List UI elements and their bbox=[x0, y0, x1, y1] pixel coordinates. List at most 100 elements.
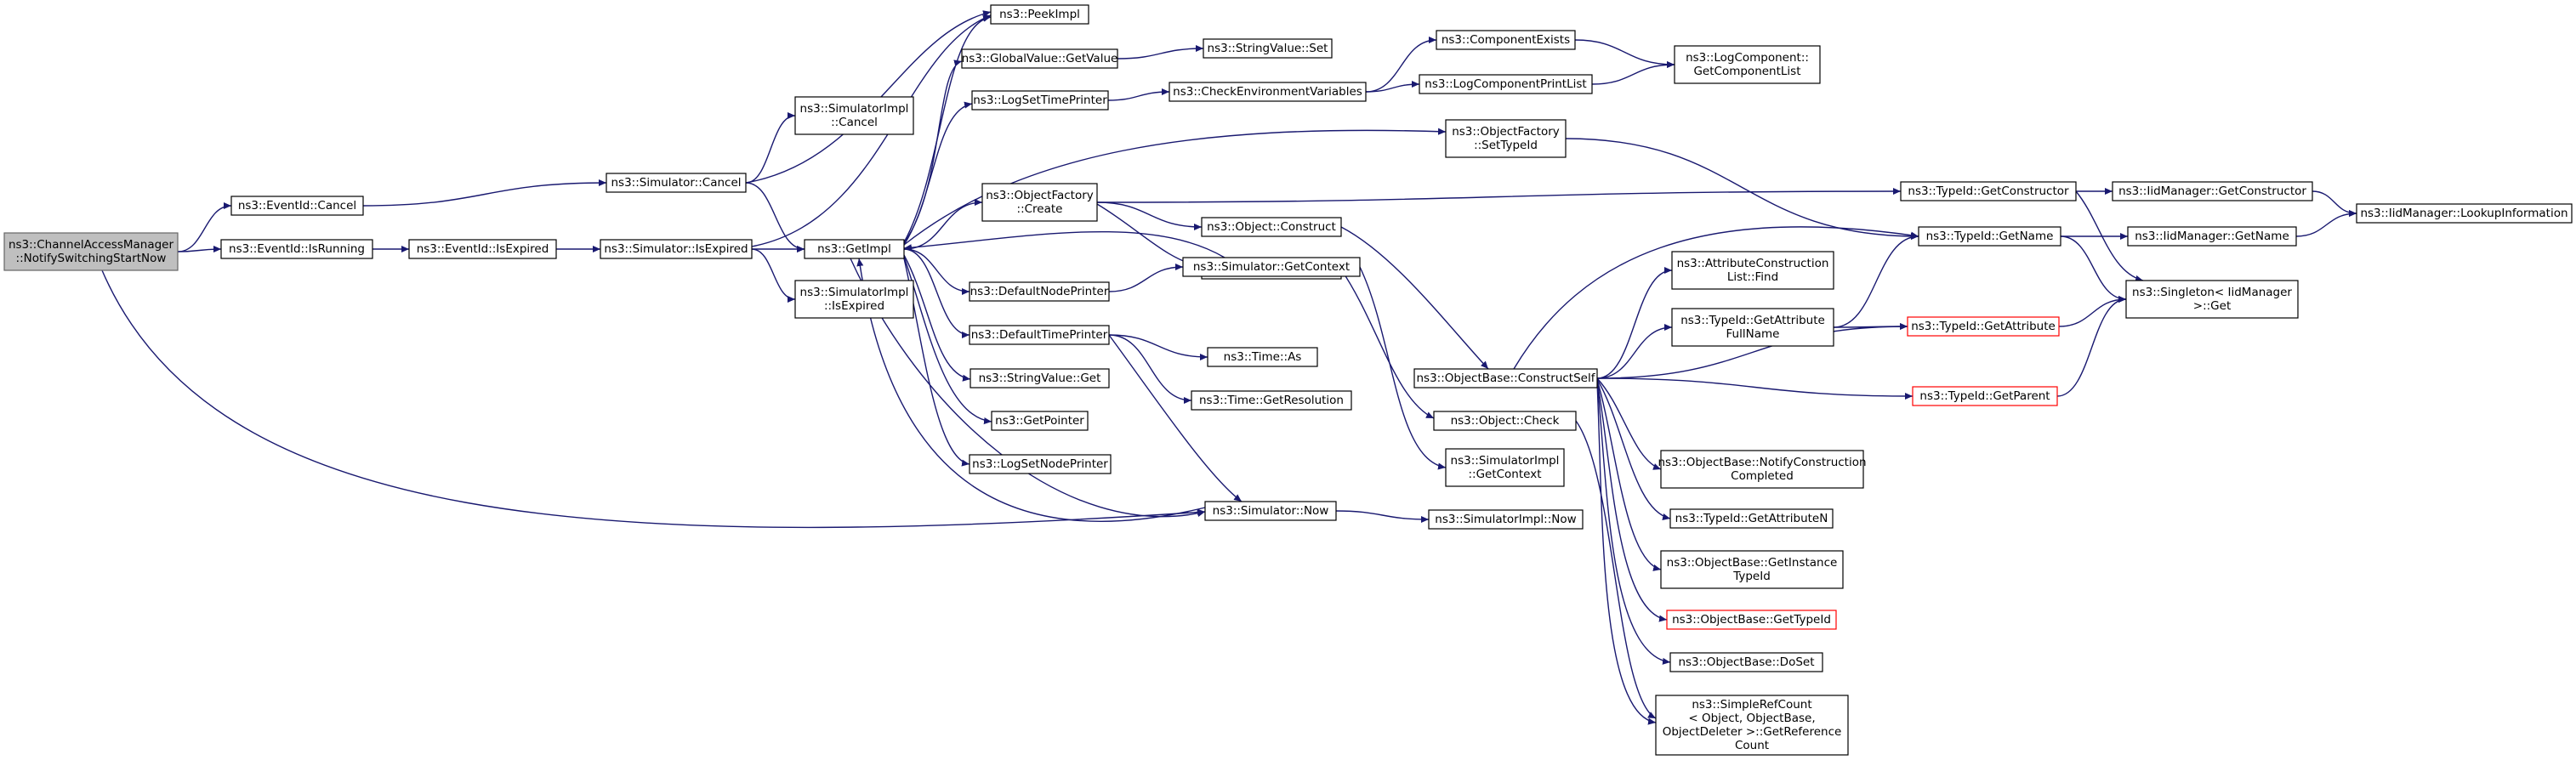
node-box bbox=[991, 411, 1089, 431]
node-logsetnodeprinter[interactable]: ns3::LogSetNodePrinter bbox=[969, 454, 1112, 474]
node-label-line: ns3::TypeId::GetParent bbox=[1919, 389, 2050, 403]
call-edge-objectbase-constructself-to-objectbase-getinstancetypeid bbox=[1596, 379, 1662, 571]
node-box bbox=[1203, 38, 1333, 59]
node-iidmanager-lookupinformation[interactable]: ns3::IidManager::LookupInformation bbox=[2356, 203, 2573, 224]
node-time-getresolution[interactable]: ns3::Time::GetResolution bbox=[1191, 390, 1352, 411]
call-edge-objectbase-constructself-to-typeid-getparent bbox=[1596, 377, 1914, 400]
node-object-check[interactable]: ns3::Object::Check bbox=[1433, 411, 1577, 431]
node-box bbox=[2356, 203, 2573, 224]
call-edge-objectbase-constructself-to-typeid-getname bbox=[1513, 226, 1919, 370]
node-label-line: ns3::ObjectBase::GetTypeId bbox=[1672, 613, 1831, 627]
node-label-line: ns3::Time::As bbox=[1224, 350, 1302, 364]
node-box bbox=[1666, 610, 1837, 630]
node-label-line: ns3::ChannelAccessManager bbox=[9, 238, 174, 252]
node-componentexists[interactable]: ns3::ComponentExists bbox=[1436, 30, 1576, 50]
node-eventid-isexpired[interactable]: ns3::EventId::IsExpired bbox=[408, 239, 557, 259]
node-checkenvironmentvariables[interactable]: ns3::CheckEnvironmentVariables bbox=[1169, 82, 1367, 102]
node-objectbase-notifyconstructioncompleted[interactable]: ns3::ObjectBase::NotifyConstructionCompl… bbox=[1658, 450, 1867, 489]
node-getpointer[interactable]: ns3::GetPointer bbox=[991, 411, 1089, 431]
node-label-line: ::Create bbox=[1017, 202, 1063, 216]
node-typeid-getattribute[interactable]: ns3::TypeId::GetAttribute bbox=[1907, 316, 2060, 337]
node-label-line: ns3::LogComponent:: bbox=[1686, 51, 1809, 65]
node-simulator-now[interactable]: ns3::Simulator::Now bbox=[1204, 501, 1337, 521]
node-logcomponentprintlist[interactable]: ns3::LogComponentPrintList bbox=[1419, 74, 1593, 94]
node-label-line: ::NotifySwitchingStartNow bbox=[16, 252, 167, 265]
node-time-as[interactable]: ns3::Time::As bbox=[1207, 347, 1318, 367]
node-peekimpl[interactable]: ns3::PeekImpl bbox=[990, 4, 1089, 25]
node-label-line: ns3::Time::GetResolution bbox=[1199, 394, 1344, 407]
node-defaultnodeprinter[interactable]: ns3::DefaultNodePrinter bbox=[969, 281, 1110, 302]
call-edge-object-settypeid-to-object-check bbox=[1340, 269, 1435, 419]
node-object-construct[interactable]: ns3::Object::Construct bbox=[1201, 217, 1342, 237]
node-box bbox=[2127, 226, 2297, 247]
node-box bbox=[1671, 308, 1834, 347]
node-typeid-getconstructor[interactable]: ns3::TypeId::GetConstructor bbox=[1900, 181, 2077, 201]
node-typeid-getattributen[interactable]: ns3::TypeId::GetAttributeN bbox=[1669, 508, 1834, 529]
node-stringvalue-set[interactable]: ns3::StringValue::Set bbox=[1203, 38, 1333, 59]
node-getimpl[interactable]: ns3::GetImpl bbox=[804, 239, 905, 259]
node-stringvalue-get[interactable]: ns3::StringValue::Get bbox=[970, 368, 1110, 389]
node-typeid-getname[interactable]: ns3::TypeId::GetName bbox=[1918, 226, 2061, 247]
node-label-line: ns3::ComponentExists bbox=[1442, 33, 1570, 47]
node-logcomponent-getcomponentlist[interactable]: ns3::LogComponent::GetComponentList bbox=[1674, 45, 1821, 84]
node-label-line: ns3::Simulator::GetContext bbox=[1193, 260, 1350, 274]
node-objectbase-doset[interactable]: ns3::ObjectBase::DoSet bbox=[1669, 652, 1823, 672]
node-typeid-getparent[interactable]: ns3::TypeId::GetParent bbox=[1912, 386, 2058, 406]
call-edge-getimpl-to-logsettimeprinter bbox=[903, 101, 973, 246]
node-objectfactory-settypeid[interactable]: ns3::ObjectFactory::SetTypeId bbox=[1445, 119, 1567, 158]
node-root[interactable]: ns3::ChannelAccessManager::NotifySwitchi… bbox=[3, 232, 179, 271]
node-simulatorimpl-cancel[interactable]: ns3::SimulatorImpl::Cancel bbox=[794, 96, 914, 135]
call-edge-objectbase-constructself-to-objectbase-doset bbox=[1596, 381, 1671, 665]
node-logsettimeprinter[interactable]: ns3::LogSetTimePrinter bbox=[971, 90, 1109, 111]
node-box bbox=[600, 239, 753, 259]
call-edge-eventid-cancel-to-simulator-cancel bbox=[362, 179, 607, 207]
node-label-line: ns3::LogComponentPrintList bbox=[1424, 77, 1586, 91]
node-objectbase-gettypeid[interactable]: ns3::ObjectBase::GetTypeId bbox=[1666, 610, 1837, 630]
node-label-line: ns3::LogSetTimePrinter bbox=[973, 94, 1107, 107]
node-eventid-cancel[interactable]: ns3::EventId::Cancel bbox=[230, 196, 364, 216]
node-singleton-get[interactable]: ns3::Singleton< IidManager>::Get bbox=[2125, 280, 2299, 319]
node-label-line: ns3::Singleton< IidManager bbox=[2132, 286, 2292, 299]
node-box bbox=[220, 239, 373, 259]
node-globalvalue-getvalue[interactable]: ns3::GlobalValue::GetValue bbox=[961, 48, 1118, 69]
node-box bbox=[1671, 251, 1834, 290]
node-label-line: ns3::GetPointer bbox=[995, 414, 1084, 428]
node-label-line: ns3::IidManager::LookupInformation bbox=[2360, 207, 2567, 220]
node-simulator-isexpired[interactable]: ns3::Simulator::IsExpired bbox=[600, 239, 753, 259]
node-simulatorimpl-getcontext[interactable]: ns3::SimulatorImpl::GetContext bbox=[1445, 448, 1565, 487]
node-simulator-getcontext[interactable]: ns3::Simulator::GetContext bbox=[1182, 257, 1361, 277]
node-box bbox=[970, 368, 1110, 389]
node-box bbox=[1207, 347, 1318, 367]
call-edge-simulator-cancel-to-getimpl bbox=[745, 182, 805, 253]
node-simulator-cancel[interactable]: ns3::Simulator::Cancel bbox=[606, 173, 747, 193]
node-eventid-isrunning[interactable]: ns3::EventId::IsRunning bbox=[220, 239, 373, 259]
node-objectfactory-create[interactable]: ns3::ObjectFactory::Create bbox=[981, 183, 1098, 222]
node-label-line: ns3::ObjectBase::DoSet bbox=[1678, 655, 1814, 669]
node-defaulttimeprinter[interactable]: ns3::DefaultTimePrinter bbox=[969, 325, 1110, 345]
node-simulatorimpl-isexpired[interactable]: ns3::SimulatorImpl::IsExpired bbox=[794, 280, 914, 319]
call-edge-typeid-getname-to-singleton-get bbox=[2060, 235, 2127, 303]
node-simulatorimpl-now[interactable]: ns3::SimulatorImpl::Now bbox=[1428, 509, 1584, 530]
node-iidmanager-getconstructor[interactable]: ns3::IidManager::GetConstructor bbox=[2112, 181, 2313, 201]
node-iidmanager-getname[interactable]: ns3::IidManager::GetName bbox=[2127, 226, 2297, 247]
node-box bbox=[1433, 411, 1577, 431]
node-objectbase-constructself[interactable]: ns3::ObjectBase::ConstructSelf bbox=[1413, 368, 1598, 389]
call-edge-getimpl-to-defaulttimeprinter bbox=[903, 248, 970, 339]
node-box bbox=[606, 173, 747, 193]
node-box bbox=[1669, 652, 1823, 672]
node-box bbox=[1204, 501, 1337, 521]
call-edge-checkenvironmentvariables-to-logcomponentprintlist bbox=[1365, 80, 1420, 93]
node-box bbox=[969, 454, 1112, 474]
node-label-line: ns3::SimulatorImpl bbox=[800, 102, 909, 116]
node-label-line: ::GetContext bbox=[1468, 468, 1541, 481]
node-label-line: Completed bbox=[1731, 469, 1794, 483]
node-simplerefcount-getreferencecount[interactable]: ns3::SimpleRefCount< Object, ObjectBase,… bbox=[1655, 695, 1849, 756]
node-box bbox=[1918, 226, 2061, 247]
call-edge-getimpl-to-globalvalue-getvalue bbox=[903, 60, 963, 244]
call-edge-root-to-eventid-cancel bbox=[177, 201, 232, 252]
node-label-line: ns3::IidManager::GetConstructor bbox=[2118, 184, 2306, 198]
